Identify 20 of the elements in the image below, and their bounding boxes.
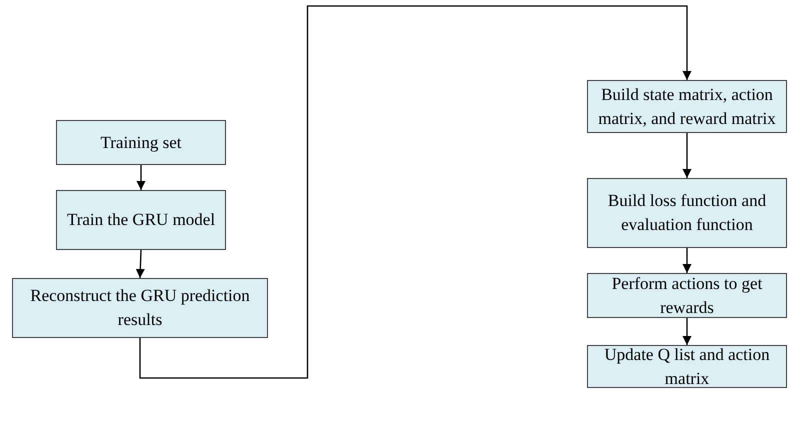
- arrow: [136, 250, 145, 278]
- process-box: [12, 278, 268, 338]
- box-label: Reconstruct the GRU prediction results: [29, 285, 251, 331]
- process-box: [587, 80, 787, 133]
- arrow: [682, 318, 692, 345]
- process-box: [587, 345, 787, 388]
- arrow: [682, 248, 692, 273]
- process-box: [587, 178, 787, 248]
- box-label: Build loss function and evaluation function: [606, 190, 768, 236]
- box-label: Build state matrix, action matrix, and reward matrix: [597, 84, 777, 130]
- process-box: [56, 190, 226, 250]
- arrow: [136, 165, 146, 190]
- process-box: [56, 120, 226, 165]
- process-box: [587, 273, 787, 318]
- arrow: [682, 133, 692, 178]
- box-label: Perform actions to get rewards: [610, 272, 764, 318]
- box-label: Training set: [100, 132, 182, 154]
- arrow: [139, 5, 692, 379]
- box-label: Update Q list and action matrix: [603, 344, 771, 390]
- box-label: Train the GRU model: [66, 209, 216, 232]
